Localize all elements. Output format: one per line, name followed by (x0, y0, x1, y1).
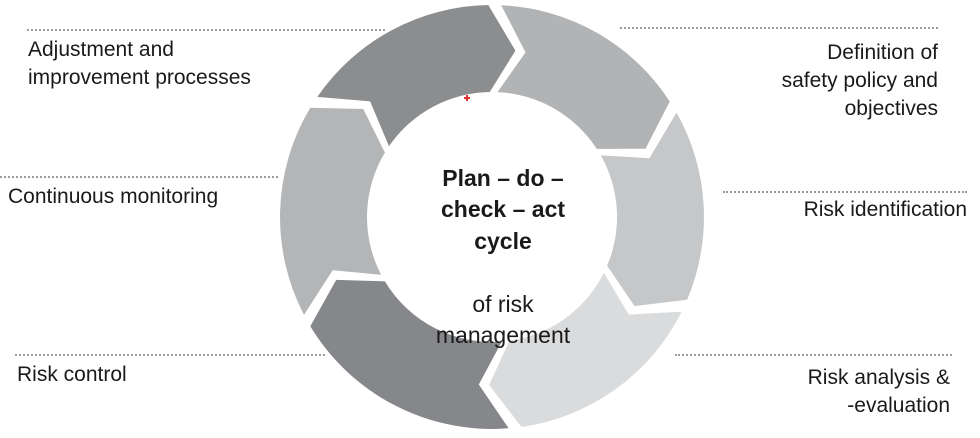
label-risk-control: Risk control (17, 363, 127, 386)
label-adjustment-improvement: Adjustment and improvement processes (28, 38, 251, 89)
cycle-segment-top-right (497, 5, 670, 149)
cycle-segment-left (280, 107, 385, 315)
cycle-segment-bottom-left (310, 279, 509, 429)
cycle-center-label: Plan – do – check – act cycle of risk ma… (391, 131, 615, 383)
cycle-segment-top-left (317, 5, 516, 147)
cycle-segment-right (600, 112, 704, 306)
leader-line-adjustment (27, 29, 385, 31)
cycle-segment-bottom-right (489, 272, 682, 427)
leader-line-analysis (675, 354, 952, 356)
leader-line-identification (723, 191, 967, 193)
cycle-subtitle: of risk management (435, 290, 571, 349)
red-cross-marker (464, 95, 470, 101)
label-continuous-monitoring: Continuous monitoring (8, 185, 219, 208)
leader-line-risk-control (15, 354, 325, 356)
cycle-title: Plan – do – check – act cycle (440, 164, 566, 254)
leader-line-monitoring (0, 176, 278, 178)
label-risk-analysis-evaluation: Risk analysis & -evaluation (807, 366, 950, 417)
label-safety-policy-definition: Definition of safety policy and objectiv… (781, 41, 938, 120)
leader-line-definition (620, 27, 938, 29)
label-risk-identification: Risk identification (803, 198, 967, 221)
